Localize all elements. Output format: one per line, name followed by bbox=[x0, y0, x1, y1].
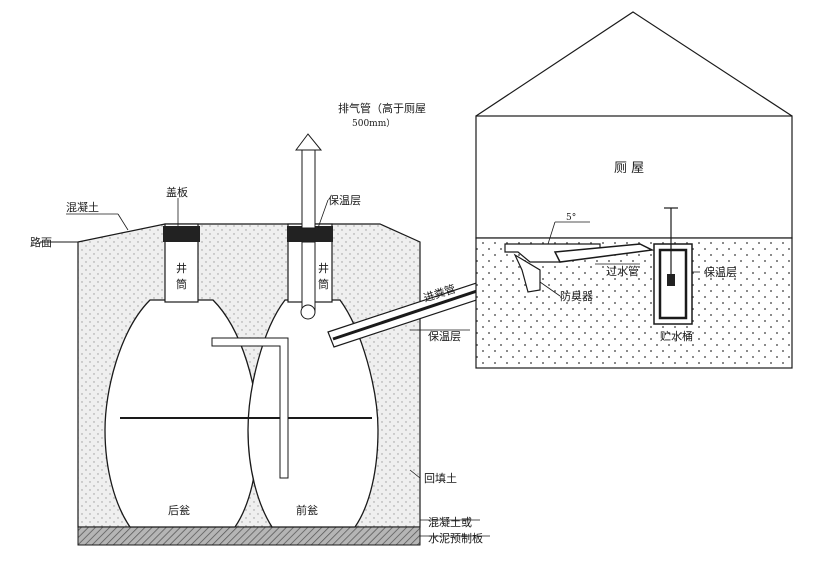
transfer-pipe bbox=[211, 337, 289, 479]
label-cover-plate: 盖板 bbox=[166, 185, 188, 199]
front-cover-plate bbox=[287, 226, 333, 242]
label-insulation-house: 保温层 bbox=[704, 265, 737, 279]
label-vent-pipe: 排气管（高于厕屋 bbox=[338, 101, 426, 115]
label-insulation-pipe: 保温层 bbox=[428, 329, 461, 343]
label-water-trap: 贮水桶 bbox=[660, 329, 693, 343]
label-rear-urn: 后瓮 bbox=[168, 504, 190, 517]
vent-pipe-inner bbox=[301, 241, 316, 313]
house-ground bbox=[475, 237, 793, 369]
label-angle: 5° bbox=[566, 213, 576, 223]
leader-lines bbox=[66, 198, 700, 537]
toilet-house bbox=[475, 11, 793, 369]
label-base-2: 水泥预制板 bbox=[428, 531, 483, 545]
label-front-urn: 前瓮 bbox=[296, 503, 318, 517]
rear-urn bbox=[104, 299, 259, 528]
house-walls bbox=[475, 115, 793, 239]
label-trap-pipe: 过水管 bbox=[606, 264, 639, 278]
odor-trap-body bbox=[513, 253, 541, 293]
label-toilet-house: 厕 屋 bbox=[614, 161, 644, 176]
label-shaft-rear-1: 井 bbox=[176, 261, 187, 275]
label-road-surface: 路面 bbox=[30, 236, 52, 249]
label-insulation-top: 保温层 bbox=[328, 193, 361, 207]
house-roof bbox=[475, 11, 793, 117]
vent-pipe-bottom bbox=[300, 304, 316, 320]
label-shaft-front-1: 井 bbox=[318, 261, 329, 275]
label-shaft-rear-2: 筒 bbox=[176, 277, 187, 291]
vent-pipe bbox=[301, 147, 316, 229]
bucket-float bbox=[667, 274, 675, 286]
label-vent-height: 500mm） bbox=[352, 118, 395, 129]
base-slab bbox=[77, 526, 421, 546]
water-bucket-inner bbox=[658, 248, 688, 320]
label-base-1: 混凝土或 bbox=[428, 515, 472, 529]
rear-cover-plate bbox=[163, 226, 200, 242]
vent-arrow bbox=[295, 133, 323, 151]
label-odor-trap: 防臭器 bbox=[560, 289, 593, 303]
label-shaft-front-2: 筒 bbox=[318, 277, 329, 291]
trap-pipe bbox=[553, 243, 655, 263]
label-backfill: 回填土 bbox=[424, 471, 457, 485]
label-concrete: 混凝土 bbox=[66, 200, 99, 214]
